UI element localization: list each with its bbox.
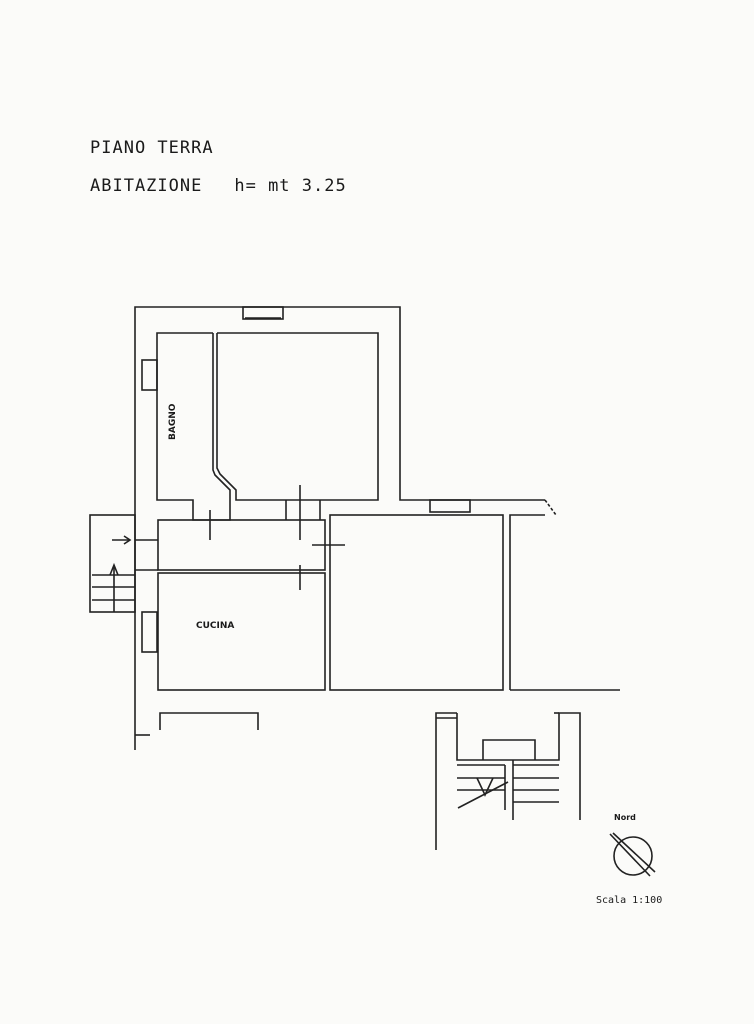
window-room <box>429 499 471 513</box>
unit-label: ABITAZIONE <box>90 176 203 196</box>
living-room <box>329 514 504 691</box>
room-label-kitchen: CUCINA <box>196 621 235 631</box>
room-label-bathroom: BAGNO <box>168 403 178 440</box>
kitchen-room <box>157 572 326 691</box>
ceiling-height: h= mt 3.25 <box>234 176 347 196</box>
compass-label: Nord <box>614 813 636 822</box>
floor-title: PIANO TERRA <box>90 138 214 158</box>
entrance-stair <box>89 514 158 613</box>
unit-title: ABITAZIONE h= mt 3.25 <box>90 176 347 196</box>
window-cucina <box>141 611 158 653</box>
window-bagno <box>141 359 158 391</box>
north-compass <box>609 832 656 877</box>
room-north-walls <box>216 332 379 501</box>
scale-label: Scala 1:100 <box>596 895 663 906</box>
window-top <box>242 306 284 320</box>
common-staircase <box>435 712 581 850</box>
